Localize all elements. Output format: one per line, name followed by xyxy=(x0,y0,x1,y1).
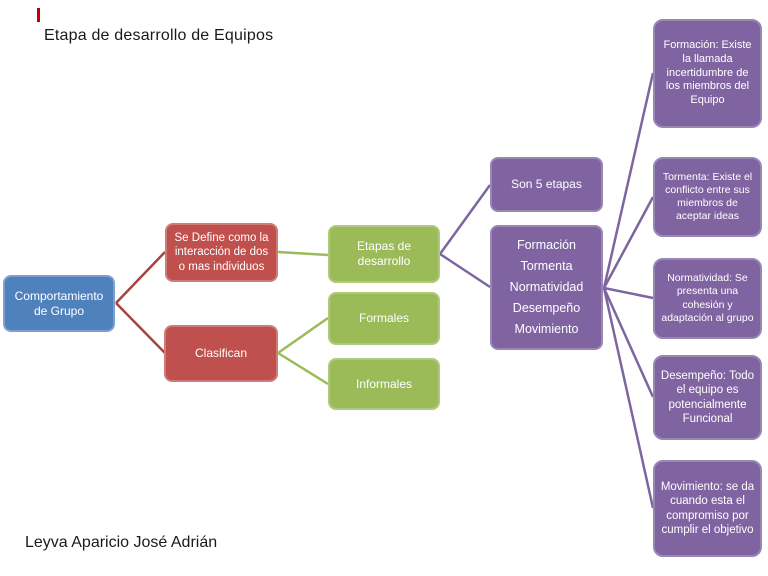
node-label: Informales xyxy=(355,376,413,391)
connector-classify-informales xyxy=(277,351,329,386)
connector-root-definition xyxy=(115,251,166,304)
node-label: Son 5 etapas xyxy=(511,177,582,191)
node-detail-desempeno: Desempeño: Todo el equipo es potencialme… xyxy=(653,355,762,440)
connector-stagelist-formacion xyxy=(602,72,655,289)
node-label: Normatividad: Se presenta una cohesión y… xyxy=(661,272,754,324)
stage-list-item: Normatividad xyxy=(509,279,584,294)
connector-root-classify xyxy=(115,302,166,354)
connector-etapas-count xyxy=(438,184,492,255)
connector-stagelist-normatividad xyxy=(603,286,654,300)
author-name: Leyva Aparicio José Adrián xyxy=(25,534,218,551)
connector-classify-formales xyxy=(277,316,329,355)
slide-title: Etapa de desarrollo de Equipos xyxy=(44,27,274,44)
connector-etapas-stagelist xyxy=(439,252,491,289)
stage-list-item: Desempeño xyxy=(512,300,581,315)
connector-stagelist-tormenta xyxy=(602,196,655,289)
connector-definition-etapas xyxy=(277,250,329,257)
node-clasifican: Clasifican xyxy=(164,325,278,382)
node-detail-tormenta: Tormenta: Existe el conflicto entre sus … xyxy=(653,157,762,237)
connector-stagelist-desempeno xyxy=(602,287,655,398)
node-definicion: Se Define como la interacción de dos o m… xyxy=(165,223,278,282)
stage-list-item: Movimiento xyxy=(514,321,579,336)
node-label: Formales xyxy=(358,311,409,325)
node-label: Movimiento: se da cuando esta el comprom… xyxy=(660,480,755,536)
node-comportamiento-de-grupo: Comportamiento de Grupo xyxy=(3,275,115,332)
node-label: Tormenta: Existe el conflicto entre sus … xyxy=(662,170,753,223)
node-son-5-etapas: Son 5 etapas xyxy=(490,157,603,212)
red-accent-mark xyxy=(37,8,40,22)
node-detail-movimiento: Movimiento: se da cuando esta el comprom… xyxy=(653,460,762,557)
node-label: Etapas de desarrollo xyxy=(356,239,412,268)
node-label: Comportamiento de Grupo xyxy=(14,288,104,318)
node-stage-list: Formación Tormenta Normatividad Desempeñ… xyxy=(490,225,603,350)
stage-list-item: Tormenta xyxy=(520,258,573,273)
connector-stagelist-movimiento xyxy=(602,287,655,509)
node-label: Desempeño: Todo el equipo es potencialme… xyxy=(660,369,755,425)
node-label: Formación: Existe la llamada incertidumb… xyxy=(663,39,752,107)
node-detail-normatividad: Normatividad: Se presenta una cohesión y… xyxy=(653,258,762,339)
stage-list-item: Formación xyxy=(516,237,577,252)
node-informales: Informales xyxy=(328,358,440,410)
node-label: Clasifican xyxy=(194,346,248,360)
node-etapas-de-desarrollo: Etapas de desarrollo xyxy=(328,225,440,283)
node-formales: Formales xyxy=(328,292,440,345)
node-label: Se Define como la interacción de dos o m… xyxy=(174,231,269,273)
node-detail-formacion: Formación: Existe la llamada incertidumb… xyxy=(653,19,762,128)
